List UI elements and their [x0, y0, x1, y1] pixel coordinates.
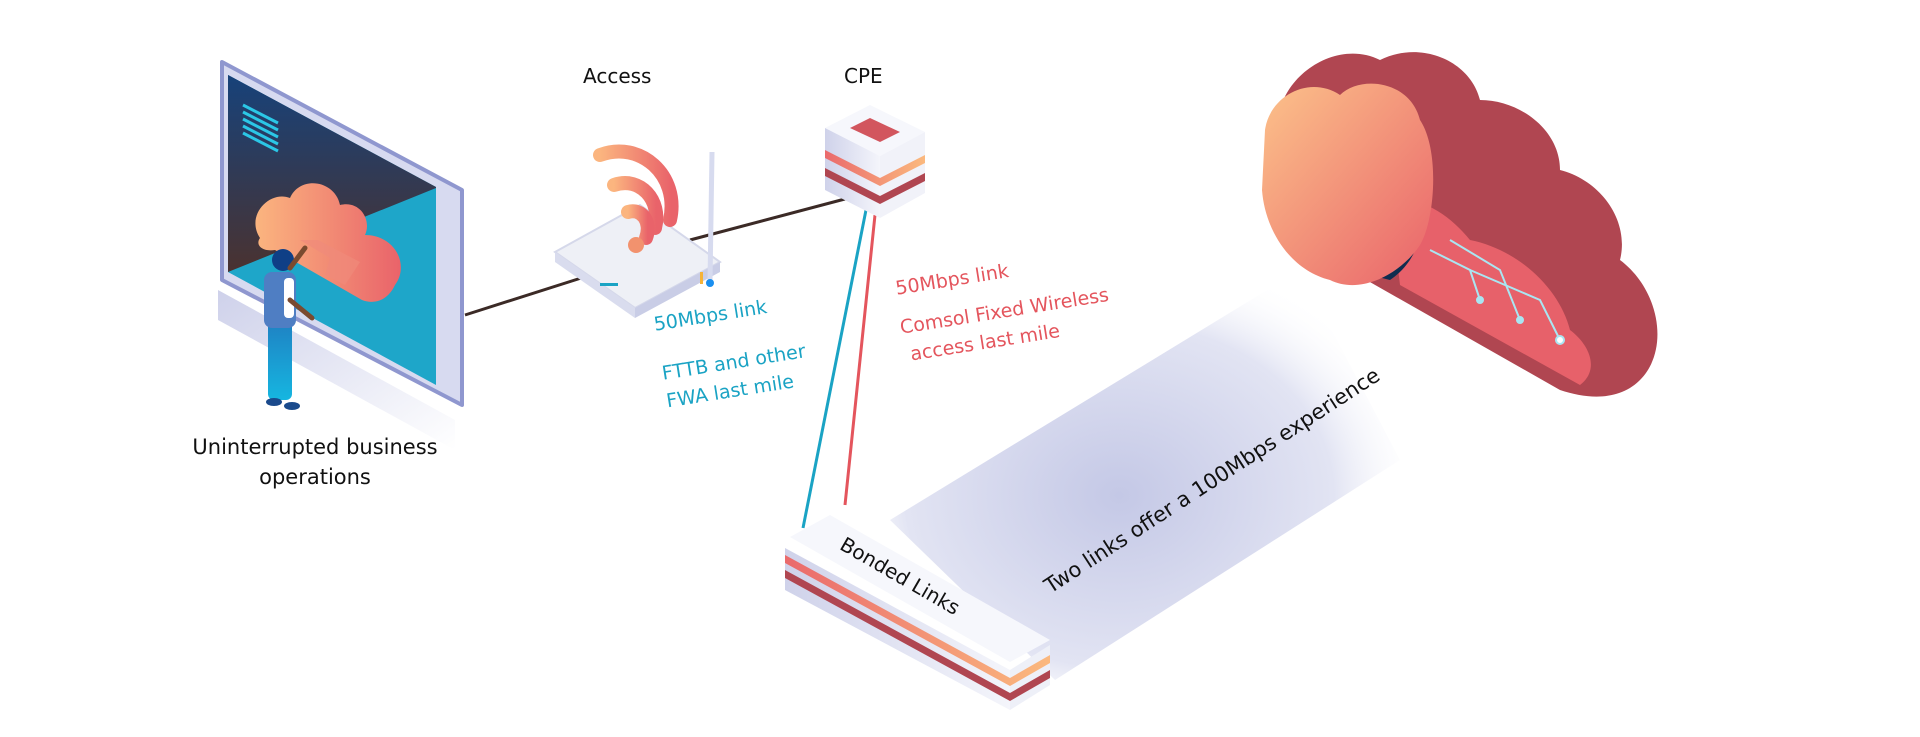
coral-link-line	[843, 214, 877, 506]
cpe-label: CPE	[844, 64, 883, 88]
cable-monitor-to-router	[464, 270, 601, 317]
router-illustration	[553, 144, 722, 318]
business-operations-label: Uninterrupted business operations	[185, 432, 445, 492]
cloud-illustration	[1262, 52, 1658, 397]
cpe-device	[825, 105, 925, 218]
server-rack-icon	[242, 103, 279, 153]
person-figure	[264, 245, 315, 410]
access-label: Access	[583, 64, 652, 88]
circuit-pattern-icon	[1429, 239, 1565, 345]
business-label-line1: Uninterrupted business	[192, 435, 438, 459]
cable-router-to-cpe	[689, 193, 861, 242]
teal-link-line	[801, 209, 868, 529]
cloud-upload-icon	[255, 183, 401, 302]
monitor-illustration	[218, 60, 464, 450]
bonded-links-device	[785, 515, 1050, 710]
bandwidth-beam	[890, 270, 1400, 680]
business-label-line2: operations	[259, 465, 371, 489]
wifi-icon	[593, 144, 679, 253]
